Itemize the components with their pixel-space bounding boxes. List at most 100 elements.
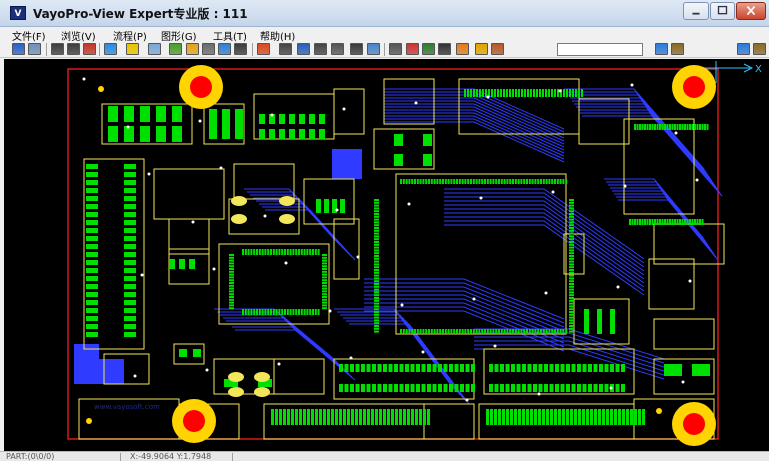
pad (229, 254, 234, 256)
menu-tools[interactable]: 工具(T) (213, 32, 247, 43)
pad (554, 89, 556, 97)
pad (322, 307, 327, 310)
bars-icon[interactable] (257, 43, 270, 55)
ruler-icon[interactable] (389, 43, 402, 55)
pad (494, 409, 497, 425)
palette-icon[interactable] (491, 43, 504, 55)
component-outline (218, 243, 330, 325)
zoom-icon[interactable] (148, 43, 161, 55)
pad (322, 287, 327, 290)
menu-help[interactable]: 帮助(H) (260, 32, 296, 43)
columns-icon[interactable] (297, 43, 310, 55)
link-icon[interactable] (422, 43, 435, 55)
pad (556, 179, 559, 184)
pad (374, 232, 379, 235)
pad (521, 89, 523, 97)
chip-icon[interactable] (314, 43, 327, 55)
pad (350, 384, 354, 392)
pad (534, 409, 537, 425)
trace (346, 320, 467, 402)
via-icon[interactable] (202, 43, 215, 55)
via (219, 166, 223, 170)
trace (384, 115, 565, 157)
component-icon[interactable] (67, 43, 80, 55)
pad (520, 329, 523, 334)
maximize-button[interactable] (710, 2, 735, 20)
globe-icon[interactable] (737, 43, 750, 55)
pad (427, 409, 430, 425)
menu-graphics[interactable]: 图形(G) (161, 32, 197, 43)
measure-icon[interactable] (218, 43, 231, 55)
trace (364, 294, 565, 336)
pad (498, 179, 500, 184)
pad (419, 409, 422, 425)
mounting-hole-drill (183, 410, 205, 432)
pad (322, 284, 327, 287)
pad (489, 329, 492, 334)
minimize-button[interactable] (683, 2, 709, 20)
layer-select-icon[interactable] (104, 43, 117, 55)
pad (350, 364, 354, 372)
frame-icon[interactable] (279, 43, 292, 55)
pad (555, 384, 559, 392)
pad-icon[interactable] (186, 43, 199, 55)
pad (537, 329, 540, 334)
menu-file[interactable]: 文件(F) (12, 32, 46, 43)
via (270, 113, 274, 117)
pad (374, 294, 379, 297)
component-outline (153, 168, 225, 220)
pad (569, 283, 574, 285)
trace (444, 204, 645, 276)
highlight-icon[interactable] (126, 43, 139, 55)
close-button[interactable] (736, 2, 766, 20)
trace (474, 332, 665, 364)
pad (569, 280, 574, 283)
print-icon[interactable] (28, 43, 41, 55)
via (472, 297, 476, 301)
component-outline (103, 353, 150, 385)
pad (686, 219, 689, 225)
pad (258, 379, 272, 387)
home-icon[interactable] (753, 43, 766, 55)
pad (489, 384, 493, 392)
save-icon[interactable] (12, 43, 25, 55)
paint-icon[interactable] (456, 43, 469, 55)
via (277, 362, 281, 366)
pad (531, 179, 534, 184)
diamond-icon[interactable] (331, 43, 344, 55)
align-icon[interactable] (169, 43, 182, 55)
menu-process[interactable]: 流程(P) (113, 32, 147, 43)
pad (494, 384, 499, 392)
component-outline (173, 343, 205, 365)
pad (512, 89, 514, 97)
window-title: VayoPro-View Expert专业版 : 111 (33, 7, 248, 21)
pad (322, 262, 327, 265)
pad (669, 124, 671, 130)
globe-icon[interactable] (655, 43, 668, 55)
pad (594, 409, 597, 425)
pcb-canvas[interactable]: X www.vayosoft.com (4, 59, 769, 451)
pad (247, 309, 250, 315)
pad (604, 384, 609, 392)
binoculars-icon[interactable] (350, 43, 363, 55)
bom-icon[interactable] (438, 43, 451, 55)
pad (505, 364, 510, 372)
layer-filter-input[interactable] (557, 43, 643, 56)
route-icon[interactable] (367, 43, 380, 55)
home-icon[interactable] (671, 43, 684, 55)
component-outline (578, 98, 630, 145)
grid-icon[interactable] (51, 43, 64, 55)
pad (621, 384, 625, 392)
pad (666, 124, 669, 130)
net-icon[interactable] (234, 43, 247, 55)
pad (512, 179, 514, 184)
star-icon[interactable] (475, 43, 488, 55)
layer-icon[interactable] (83, 43, 96, 55)
pad (374, 274, 379, 277)
pad (545, 89, 547, 97)
pad (563, 89, 565, 97)
pad (676, 219, 679, 225)
menu-view[interactable]: 浏览(V) (61, 32, 96, 43)
list-icon[interactable] (406, 43, 419, 55)
pad (284, 249, 286, 255)
